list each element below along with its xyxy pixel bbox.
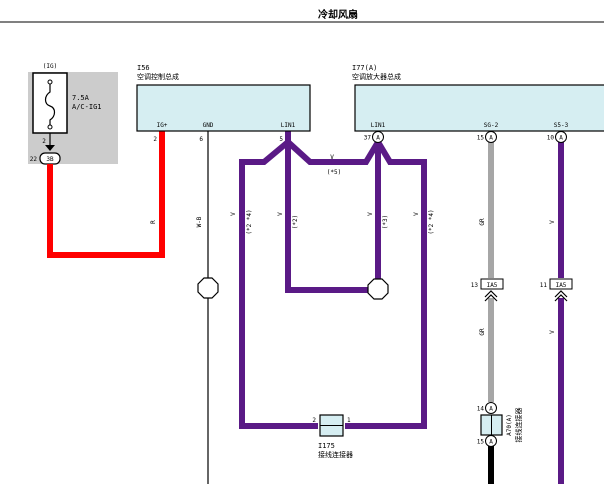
lin-note-7: V: [413, 212, 420, 216]
fuse-symbol: [44, 82, 56, 127]
wire-lin-right-loop: [345, 140, 427, 429]
wire-lin-left-loop: [239, 139, 318, 429]
lin-note-1: V: [230, 212, 237, 216]
fuse-pin-number: 2: [42, 138, 46, 145]
a70-code: A70(A): [506, 414, 513, 436]
a70-name: 接线连接器: [514, 408, 523, 443]
control-pin-gnd-num: 6: [199, 136, 203, 143]
a70-pin-bottom-circle: [485, 435, 497, 447]
amp-assy-name: 空调放大器总成: [352, 72, 401, 81]
amp-pin-lin-circle: [372, 131, 384, 143]
gnd-splice-octagon: [197, 277, 219, 299]
amp-assy-box: [354, 84, 604, 132]
fuse-connector-pin: 22: [30, 156, 38, 163]
fuse-name: A/C-IG1: [72, 103, 102, 111]
i175-code: I175: [318, 442, 335, 450]
control-pin-gnd-label: GND: [203, 122, 214, 129]
a70-pin-top: 14: [477, 406, 485, 413]
a70-pin-bottom-conn: A: [489, 439, 493, 446]
lin-top-note: (*5): [327, 169, 341, 176]
amp-pin-lin-num: 37: [364, 135, 372, 142]
page-title: 冷却风扇: [318, 8, 358, 21]
amp-pin-sg-conn: A: [489, 135, 493, 142]
fuse-terminal-top: [47, 79, 53, 85]
wire-s5-color: V: [549, 220, 556, 224]
i175-pin-right: 1: [347, 417, 351, 424]
wire-sg-lower-color: GR: [479, 328, 486, 336]
ias-connector-s5: [549, 278, 573, 302]
wire-lin-top: [285, 139, 381, 165]
ias-sg-label: IA5: [487, 282, 498, 289]
lin-note-8: (*2 *4): [428, 209, 435, 234]
wire-lin-mid: [285, 142, 368, 293]
lin-note-5: V: [367, 212, 374, 216]
fuse-pin-arrow: [45, 145, 55, 151]
lin-network: [239, 130, 427, 429]
amp-pin-s5-num: 10: [547, 135, 555, 142]
lin-note-3: V: [277, 212, 284, 216]
control-pin-lin-num: 5: [279, 136, 283, 143]
amp-pin-lin-label: LIN1: [371, 122, 386, 129]
lin-note-6: (*3): [382, 215, 389, 229]
lin-note-4: (*2): [292, 215, 299, 229]
ias-s5-label: IA5: [556, 282, 567, 289]
fuse-ig-label: (IG): [43, 63, 57, 70]
fuse-rating: 7.5A: [72, 94, 90, 102]
i175-pin-left: 2: [312, 417, 316, 424]
ias-connector-sg: [480, 278, 504, 302]
wire-s5-lower-color: V: [549, 330, 556, 334]
wire-gnd-color: W-B: [196, 216, 203, 227]
fuse-terminal-bottom: [47, 124, 53, 130]
control-pin-ig-num: 2: [153, 136, 157, 143]
a70-pin-top-conn: A: [489, 406, 493, 413]
wire-ig-red: [47, 130, 165, 258]
a70-pin-top-circle: [485, 402, 497, 414]
amp-pin-lin-conn: A: [376, 135, 380, 142]
amp-pin-sg-label: SG-2: [484, 122, 499, 129]
lin-top-color: V: [330, 154, 334, 161]
ias-s5-pin: 11: [540, 282, 548, 289]
fuse-connector-code: 3B: [46, 156, 54, 163]
control-assy-box: [136, 84, 311, 132]
control-pin-lin-label: LIN1: [281, 122, 296, 129]
wire-sg-color: GR: [479, 218, 486, 226]
lin-splice-octagon: [367, 278, 389, 300]
control-assy-code: I56: [137, 64, 150, 72]
i175-name: 接线连接器: [318, 450, 353, 459]
amp-pin-s5-circle: [555, 131, 567, 143]
a70-pin-bottom: 15: [477, 439, 485, 446]
amp-pin-sg-num: 15: [477, 135, 485, 142]
control-assy-name: 空调控制总成: [137, 72, 179, 81]
amp-assy-code: I77(A): [352, 64, 377, 72]
lin-note-2: (*2 *4): [246, 209, 253, 234]
amp-pin-s5-conn: A: [559, 135, 563, 142]
wire-ig-color: R: [150, 220, 157, 224]
amp-pin-sg-circle: [485, 131, 497, 143]
ias-sg-pin: 13: [471, 282, 479, 289]
amp-pin-s5-label: S5-3: [554, 122, 569, 129]
control-pin-ig-label: IG+: [157, 122, 168, 129]
